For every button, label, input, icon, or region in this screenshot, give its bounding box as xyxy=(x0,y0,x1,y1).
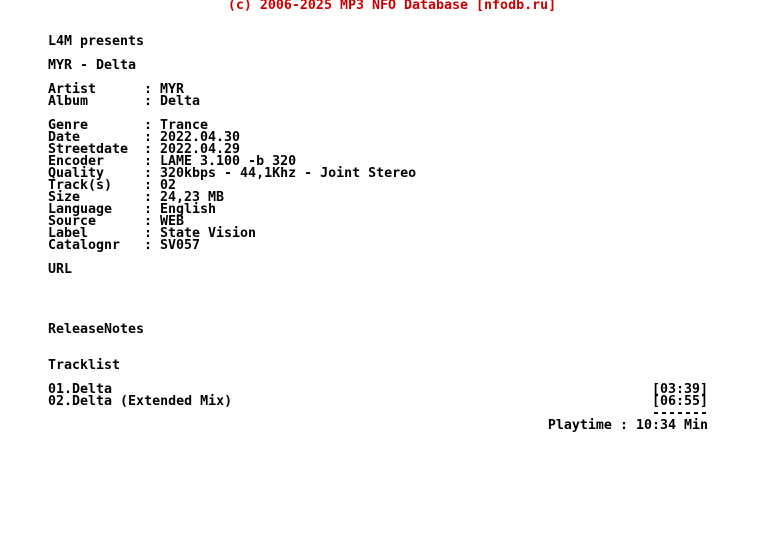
info-value: 2022.04.30 xyxy=(160,130,241,145)
info-row-catalognr: Catalognr: SV057 xyxy=(48,238,708,253)
track-duration: [06:55] xyxy=(651,394,708,409)
url-label: URL xyxy=(48,262,73,277)
info-key: Encoder xyxy=(48,154,105,169)
total-divider: ------- xyxy=(651,406,708,421)
info-separator: : xyxy=(144,118,153,133)
info-separator: : xyxy=(144,154,153,169)
info-value: MYR xyxy=(160,82,185,97)
track-duration: [03:39] xyxy=(651,382,708,397)
info-separator: : xyxy=(144,94,153,109)
info-separator: : xyxy=(144,238,153,253)
track-title: 01.Delta xyxy=(48,382,113,397)
info-separator: : xyxy=(144,166,153,181)
info-separator: : xyxy=(144,226,153,241)
info-row-genre: Genre: Trance xyxy=(48,118,708,133)
info-separator: : xyxy=(144,142,153,157)
info-separator: : xyxy=(144,178,153,193)
playtime-total: Playtime : 10:34 Min xyxy=(547,418,708,433)
info-key: Source xyxy=(48,214,97,229)
info-row-encoder: Encoder: LAME 3.100 -b 320 xyxy=(48,154,708,169)
info-key: Track(s) xyxy=(48,178,113,193)
info-row-source: Source: WEB xyxy=(48,214,708,229)
info-value: LAME 3.100 -b 320 xyxy=(160,154,297,169)
info-key: Album xyxy=(48,94,89,109)
info-value: Trance xyxy=(160,118,209,133)
info-key: Catalognr xyxy=(48,238,121,253)
info-row-tracks: Track(s):02 xyxy=(48,178,708,193)
info-value: 2022.04.29 xyxy=(160,142,241,157)
tracklist-label: Tracklist xyxy=(48,358,121,373)
info-separator: : xyxy=(144,82,153,97)
track-row: 01.Delta [03:39] xyxy=(48,382,708,397)
info-row-date: Date:2022.04.30 xyxy=(48,130,708,145)
info-value: 02 xyxy=(160,178,177,193)
info-key: Language xyxy=(48,202,113,217)
info-value: State Vision xyxy=(160,226,257,241)
site-copyright-header: (c) 2006-2025 MP3 NFO Database [nfodb.ru… xyxy=(227,0,557,13)
info-separator: : xyxy=(144,190,153,205)
nfo-text: L4M presents MYR - Delta Artist: MYR Albu… xyxy=(48,34,708,433)
info-separator: : xyxy=(144,130,153,145)
info-value: Delta xyxy=(160,94,201,109)
info-key: Quality xyxy=(48,166,105,181)
info-row-size: Size:24,23 MB xyxy=(48,190,708,205)
info-value: SV057 xyxy=(160,238,201,253)
track-title: 02.Delta (Extended Mix) xyxy=(48,394,233,409)
info-value: 24,23 MB xyxy=(160,190,225,205)
info-row-language: Language: English xyxy=(48,202,708,217)
info-key: Label xyxy=(48,226,89,241)
info-key: Streetdate xyxy=(48,142,129,157)
info-row-streetdate: Streetdate:2022.04.29 xyxy=(48,142,708,157)
info-key: Date xyxy=(48,130,81,145)
info-separator: : xyxy=(144,202,153,217)
info-key: Genre xyxy=(48,118,89,133)
info-row-artist: Artist: MYR xyxy=(48,82,708,97)
release-title: MYR - Delta xyxy=(48,58,137,73)
release-notes-label: ReleaseNotes xyxy=(48,322,145,337)
info-row-album: Album: Delta xyxy=(48,94,708,109)
track-row: 02.Delta (Extended Mix) [06:55] xyxy=(48,394,708,409)
info-row-quality: Quality:320kbps - 44,1Khz - Joint Stereo xyxy=(48,166,708,181)
info-row-label: Label: State Vision xyxy=(48,226,708,241)
info-key: Artist xyxy=(48,82,97,97)
presents-line: L4M presents xyxy=(48,34,145,49)
info-key: Size xyxy=(48,190,81,205)
info-value: 320kbps - 44,1Khz - Joint Stereo xyxy=(160,166,417,181)
info-separator: : xyxy=(144,214,153,229)
info-value: English xyxy=(160,202,217,217)
info-block-details: Genre:Trance Date:2022.04.30 Streetdate:… xyxy=(48,118,708,253)
info-value: WEB xyxy=(160,214,185,229)
info-block-artist: Artist: MYR Album: Delta xyxy=(48,82,708,109)
